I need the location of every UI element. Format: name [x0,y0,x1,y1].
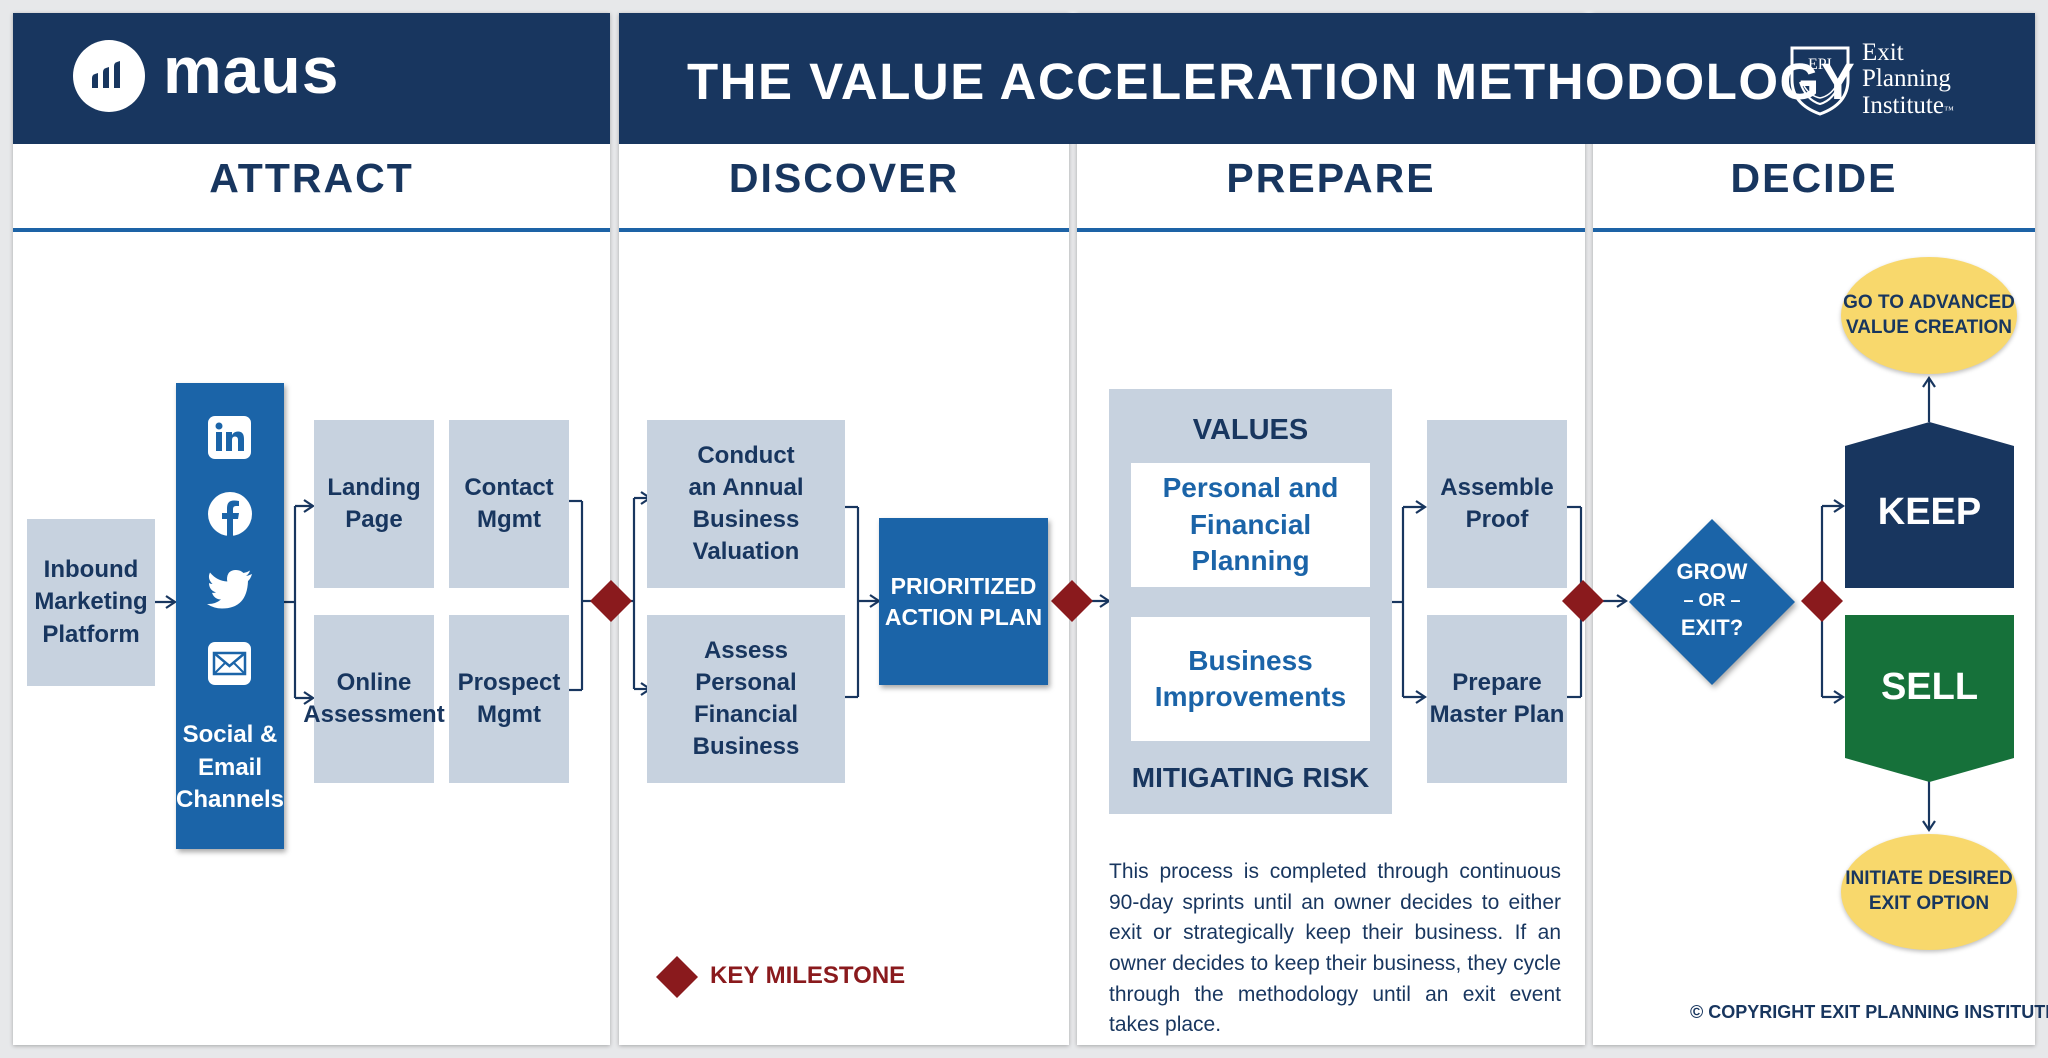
seal-monogram: EPI [1808,56,1832,73]
inbound-marketing-platform: Inbound Marketing Platform [27,519,155,686]
twitter-icon [206,569,254,609]
keep-label: KEEP [1877,491,1982,533]
exit-label: EXIT? [1680,614,1744,640]
phase-title-prepare: PREPARE [1226,155,1436,201]
prospect-mgmt-box: Prospect Mgmt [449,615,569,783]
phase-divider [1593,228,2035,232]
decision-label: GROW – OR – EXIT? [1627,557,1797,644]
milestone-diamond [1051,580,1093,622]
assess-personal-box: Assess Personal Financial Business [647,615,845,783]
phase-divider [1077,228,1585,232]
values-heading: VALUES [1192,414,1309,446]
sell-option: SELL [1845,615,2014,782]
initiate-exit-option-note: INITIATE DESIRED EXIT OPTION [1841,834,2017,950]
phase-divider [13,228,610,232]
sell-label: SELL [1880,666,1979,708]
milestone-legend-label: KEY MILESTONE [710,962,906,989]
business-improvements: Business Improvements [1131,617,1370,741]
facebook-icon [208,492,252,536]
email-icon [208,642,251,685]
prepare-master-plan-box: Prepare Master Plan [1427,615,1567,783]
grow-or-exit-decision: GROW – OR – EXIT? [1627,517,1797,687]
page-title: THE VALUE ACCELERATION METHODOLOGY [687,53,1857,110]
phase-divider [619,228,1069,232]
contact-mgmt-box: Contact Mgmt [449,420,569,588]
process-description: This process is completed through contin… [1109,860,1561,1037]
keep-option: KEEP [1845,422,2014,588]
social-channels-label: Social & Email Channels [176,721,285,814]
mitigating-risk-heading: MITIGATING RISK [1131,762,1370,793]
phase-title-attract: ATTRACT [209,155,414,201]
annual-valuation-box: Conduct an Annual Business Valuation [647,420,845,588]
or-label: – OR – [1683,589,1741,610]
assemble-proof-box: Assemble Proof [1427,420,1567,588]
grow-label: GROW [1676,559,1748,584]
maus-logo-icon [73,40,145,112]
partner-line: Exit [1862,39,1904,66]
milestone-legend-icon [655,955,699,999]
copyright-notice: © COPYRIGHT EXIT PLANNING INSTITUTE [1690,1002,2048,1022]
brand-name: maus [163,33,340,107]
partner-line: Planning [1862,65,1951,93]
landing-page-box: Landing Page [314,420,434,588]
prioritized-action-plan: PRIORITIZED ACTION PLAN [879,518,1048,685]
title-header: THE VALUE ACCELERATION METHODOLOGY EPI E… [619,13,2035,144]
values-container: VALUES Personal and Financial Planning B… [1109,389,1392,814]
online-assessment-box: Online Assessment [303,615,445,783]
social-email-channels: Social & Email Channels [176,383,284,849]
milestone-diamond [1801,580,1843,622]
phase-title-discover: DISCOVER [728,155,960,201]
partner-line: Institute™ [1862,91,1954,119]
milestone-diamond [590,580,632,622]
phase-title-decide: DECIDE [1730,155,1898,201]
advanced-value-creation-note: GO TO ADVANCED VALUE CREATION [1841,257,2017,374]
milestone-diamond [1562,580,1604,622]
personal-financial-planning: Personal and Financial Planning [1131,463,1370,587]
partner-wordmark: Exit Planning Institute™ [1862,39,1954,119]
epi-seal-icon: EPI [1786,42,1854,118]
linkedin-icon [208,416,251,459]
brand-header: maus [13,13,610,144]
